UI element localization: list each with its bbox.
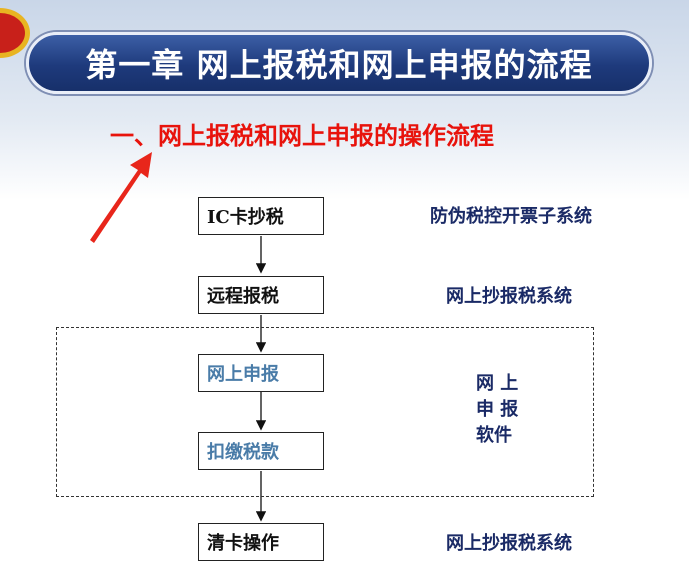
side-label-group-line: 软件 [476, 425, 512, 446]
pointer-arrow-icon [90, 152, 152, 243]
step-ic-card-copy-tax: IC卡抄税 [198, 197, 324, 235]
side-label-group: 网 上 申 报 软件 [476, 371, 518, 449]
side-label-step5: 网上抄报税系统 [446, 533, 572, 554]
section-subtitle: 一、网上报税和网上申报的操作流程 [110, 121, 494, 150]
side-label-group-line: 网 上 [476, 373, 519, 394]
side-label-step1: 防伪税控开票子系统 [430, 206, 592, 227]
step-clear-card: 清卡操作 [198, 523, 324, 561]
step-label: IC卡抄税 [207, 207, 284, 228]
step-label: 扣缴税款 [207, 442, 279, 463]
step-label: 网上申报 [207, 364, 279, 385]
step-label: 远程报税 [207, 286, 279, 307]
side-label-group-line: 申 报 [476, 399, 519, 420]
step-label: 清卡操作 [207, 533, 279, 554]
step-online-declaration: 网上申报 [198, 354, 324, 392]
online-declaration-group [56, 327, 594, 497]
page-title: 第一章 网上报税和网上申报的流程 [85, 46, 593, 84]
title-bar: 第一章 网上报税和网上申报的流程 [26, 32, 652, 94]
step-remote-tax-report: 远程报税 [198, 276, 324, 314]
side-label-step2: 网上抄报税系统 [446, 286, 572, 307]
step-tax-deduction: 扣缴税款 [198, 432, 324, 470]
